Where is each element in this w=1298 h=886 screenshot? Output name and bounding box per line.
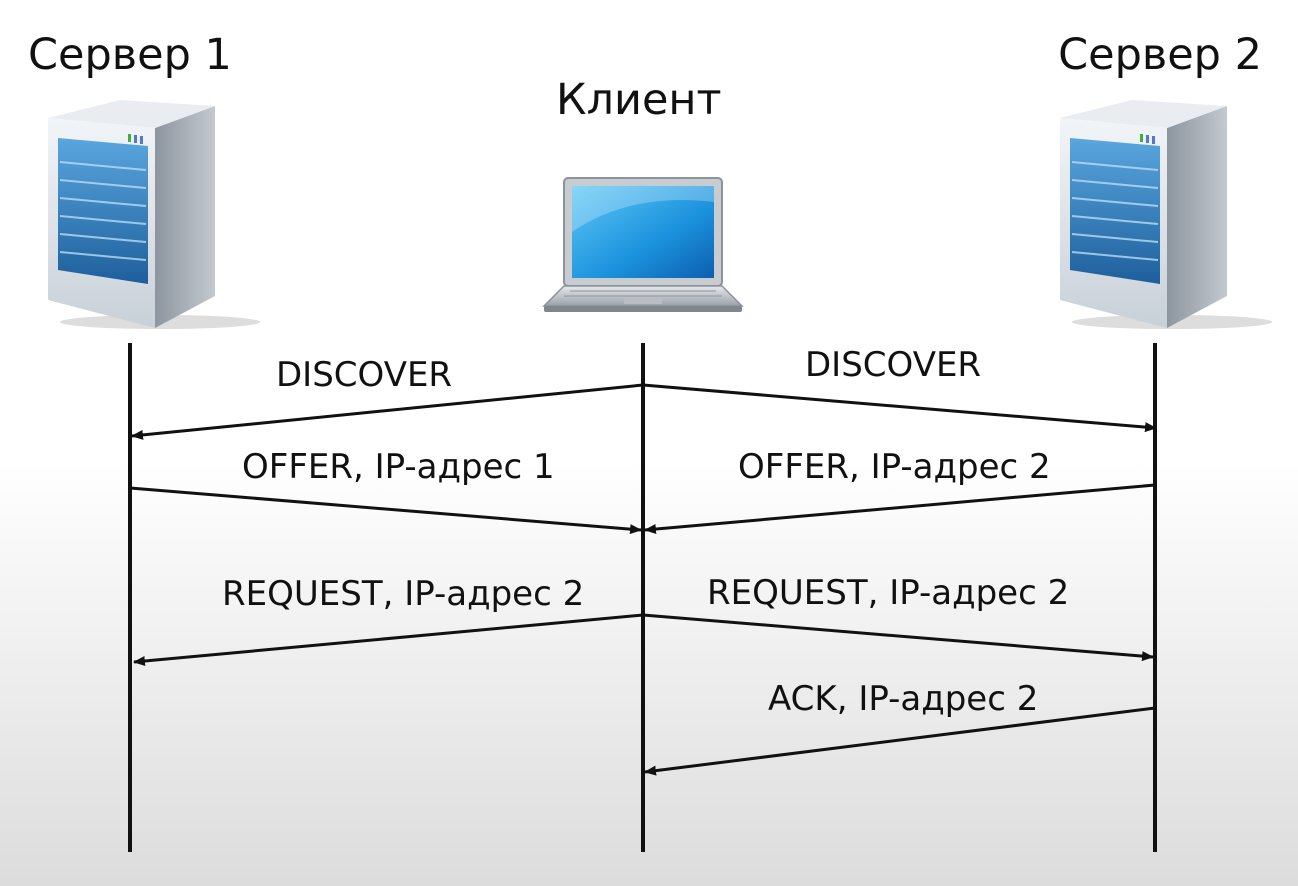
arrow-discover-to-server2: [642, 383, 1157, 433]
arrow-discover-to-server1: [131, 383, 644, 440]
laptop-icon: [540, 172, 750, 321]
msg-offer-left: OFFER, IP-адрес 1: [242, 447, 555, 487]
arrow-request-to-server2: [642, 613, 1154, 662]
msg-offer-right: OFFER, IP-адрес 2: [738, 447, 1051, 487]
server2-label: Сервер 2: [1058, 30, 1262, 80]
arrow-offer-from-server2: [644, 483, 1156, 535]
arrow-request-to-server1: [133, 613, 644, 666]
arrow-offer-from-server1: [129, 486, 642, 535]
msg-request-right: REQUEST, IP-адрес 2: [707, 573, 1069, 613]
server1-icon: [40, 100, 260, 334]
msg-discover-left: DISCOVER: [276, 355, 452, 395]
msg-ack-right: ACK, IP-адрес 2: [768, 679, 1038, 719]
server1-label: Сервер 1: [28, 30, 232, 80]
arrow-ack-from-server2: [644, 706, 1156, 776]
msg-discover-right: DISCOVER: [805, 345, 981, 385]
client-label: Клиент: [556, 75, 722, 125]
msg-request-left: REQUEST, IP-адрес 2: [222, 574, 584, 614]
server2-icon: [1052, 100, 1272, 334]
